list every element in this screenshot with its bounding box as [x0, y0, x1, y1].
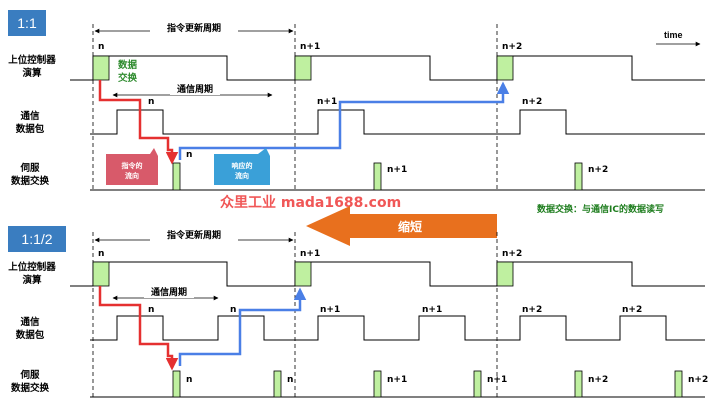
top-servo-n: n — [186, 150, 192, 160]
command-flow-callout-text-1: 指令的 — [122, 161, 143, 170]
bottom-servo-n-2: n — [287, 375, 293, 385]
bottom-ctrl-n1: n+1 — [300, 249, 320, 259]
top-comm-period-label: 通信周期 — [177, 83, 213, 95]
top-servo-n1: n+1 — [387, 165, 407, 175]
top-row-label-servo-1: 伺服 — [19, 162, 40, 174]
bottom-row-label-controller-2: 演算 — [22, 274, 42, 286]
bottom-row-label-comm-1: 通信 — [20, 316, 40, 328]
bottom-ctrl-n2: n+2 — [502, 249, 522, 259]
bottom-row-label-servo-2: 数据交换 — [10, 382, 50, 394]
bottom-controller-waveform — [70, 261, 705, 287]
response-flow-callout-text-2: 流向 — [235, 171, 249, 180]
top-servo-n2: n+2 — [588, 165, 608, 175]
top-ctrl-n: n — [98, 42, 104, 52]
shorten-arrow — [306, 206, 497, 246]
bottom-servo-block-n-2 — [273, 370, 282, 398]
bottom-row-label-controller-1: 上位控制器 — [8, 261, 56, 273]
top-comm-n: n — [148, 97, 154, 107]
top-row-label-comm-2: 数据包 — [15, 123, 45, 135]
top-servo-block-n2 — [574, 162, 583, 191]
bottom-comm-n2-2: n+2 — [622, 305, 642, 315]
bottom-row-label-servo-1: 伺服 — [19, 369, 40, 381]
bottom-cmd-period-label: 指令更新周期 — [167, 229, 221, 241]
command-flow-callout — [106, 148, 158, 185]
command-flow-callout-text-2: 流向 — [125, 171, 139, 180]
top-exec-block-n — [92, 55, 110, 81]
top-exec-block-n2 — [496, 55, 514, 81]
bottom-section: 1:1/2 指令更新周期 上位控制器 演算 通信 数据包 伺服 数据交换 n n… — [8, 226, 708, 398]
data-exchange-note: 数据交换：与通信IC的数据读写 — [537, 203, 664, 215]
bottom-ratio-badge — [8, 226, 66, 252]
top-ctrl-n1: n+1 — [300, 42, 320, 52]
data-exchange-label-1: 数据 — [117, 59, 138, 71]
bottom-comm-n-1: n — [148, 305, 154, 315]
top-controller-waveform — [70, 55, 705, 81]
bottom-servo-n2-2: n+2 — [688, 375, 708, 385]
bottom-comm-period-label: 通信周期 — [151, 286, 187, 298]
bottom-servo-block-n2-1 — [574, 370, 583, 398]
bottom-ctrl-n: n — [98, 249, 104, 259]
bottom-exec-block-n — [92, 261, 110, 287]
top-exec-block-n1 — [294, 55, 312, 81]
top-response-flow-arrow — [178, 81, 510, 160]
bottom-comm-n1-2: n+1 — [422, 305, 442, 315]
bottom-comm-n-2: n — [230, 305, 236, 315]
top-cmd-period-label: 指令更新周期 — [167, 22, 221, 34]
shorten-label: 缩短 — [398, 219, 422, 234]
top-servo-block-n — [172, 162, 181, 191]
top-comm-n2: n+2 — [522, 97, 542, 107]
bottom-command-flow-arrow — [98, 286, 179, 371]
bottom-row-label-comm-2: 数据包 — [15, 329, 45, 341]
top-row-label-comm-1: 通信 — [20, 110, 40, 122]
bottom-comm-n1-1: n+1 — [320, 305, 340, 315]
bottom-servo-block-n-1 — [172, 370, 181, 398]
top-servo-block-n1 — [373, 162, 382, 191]
bottom-servo-n2-1: n+2 — [588, 375, 608, 385]
bottom-response-flow-arrow — [178, 287, 307, 366]
bottom-exec-block-n1 — [294, 261, 312, 287]
bottom-comm-waveform — [90, 315, 705, 341]
response-flow-callout — [214, 148, 270, 185]
bottom-servo-block-n2-2 — [674, 370, 683, 398]
top-comm-waveform — [90, 109, 705, 135]
time-label: time — [664, 30, 683, 40]
top-command-flow-arrow — [98, 80, 179, 165]
top-row-label-servo-2: 数据交换 — [10, 175, 50, 187]
top-ratio-badge — [8, 10, 46, 36]
bottom-servo-n-1: n — [186, 375, 192, 385]
top-ratio-badge-label: 1:1 — [17, 15, 37, 31]
bottom-servo-block-n1-2 — [473, 370, 482, 398]
bottom-servo-n1-1: n+1 — [387, 375, 407, 385]
top-comm-n1: n+1 — [317, 97, 337, 107]
top-row-label-controller-2: 演算 — [22, 67, 42, 79]
data-exchange-label-2: 交换 — [118, 72, 138, 84]
bottom-comm-n2-1: n+2 — [522, 305, 542, 315]
middle-section: 众里工业 mada1688.com 缩短 数据交换：与通信IC的数据读写 — [220, 194, 664, 246]
bottom-exec-block-n2 — [496, 261, 514, 287]
top-section: 1:1 指令更新周期 time 上位控制器 演算 通信 数据包 伺服 数据交换 … — [8, 10, 705, 192]
top-ctrl-n2: n+2 — [502, 42, 522, 52]
top-row-label-controller-1: 上位控制器 — [8, 54, 56, 66]
response-flow-callout-text-1: 响应的 — [232, 161, 253, 170]
bottom-servo-block-n1-1 — [373, 370, 382, 398]
bottom-ratio-badge-label: 1:1/2 — [21, 231, 52, 247]
bottom-servo-n1-2: n+1 — [487, 375, 507, 385]
watermark: 众里工业 mada1688.com — [220, 194, 401, 211]
